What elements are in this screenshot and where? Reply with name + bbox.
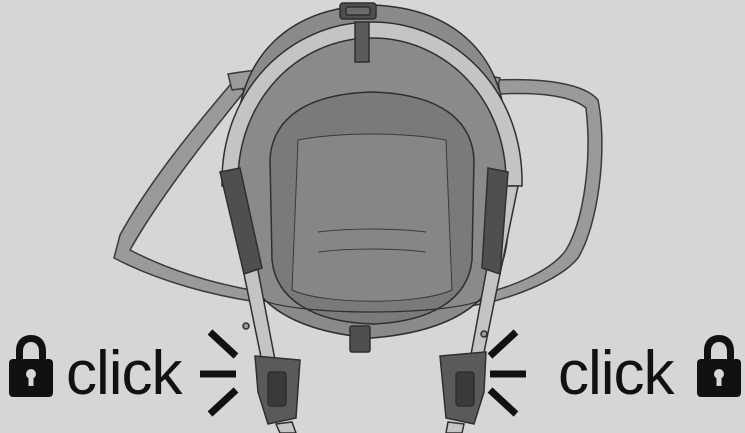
click-burst-icon	[490, 332, 526, 414]
left-pin	[243, 323, 249, 329]
click-burst-icon	[200, 332, 236, 414]
right-pin	[481, 331, 487, 337]
top-handle-slot-inner	[346, 7, 370, 15]
padlock-icon	[697, 335, 741, 397]
carrycot-shell	[236, 3, 508, 352]
handle-center-mount	[355, 22, 369, 62]
bottom-clip	[350, 326, 370, 352]
click-label-left: click	[66, 343, 182, 405]
click-label-right: click	[558, 343, 674, 405]
right-stroller-tube	[446, 422, 464, 433]
left-stroller-tube	[276, 422, 296, 433]
padlock-icon	[9, 335, 53, 397]
right-connector-slot	[456, 372, 474, 406]
left-connector-slot	[268, 372, 286, 406]
mattress	[292, 134, 452, 301]
